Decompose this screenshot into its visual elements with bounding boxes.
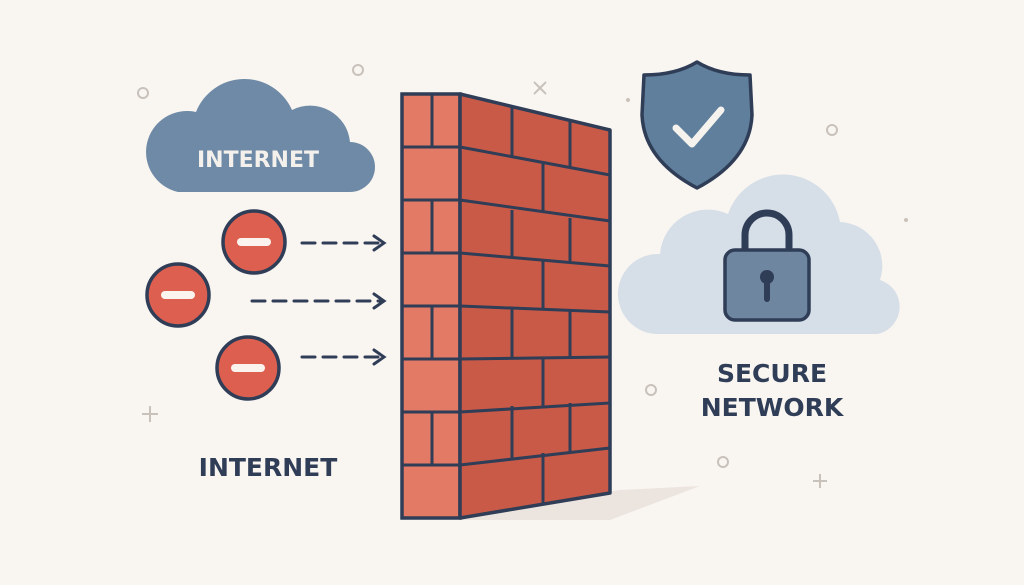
blocked-packets: [145, 209, 287, 401]
sparkle-dot: [826, 124, 838, 136]
internet-label: INTERNET: [199, 453, 338, 482]
traffic-arrows: [250, 234, 387, 366]
sparkle-dot: [626, 98, 630, 102]
minus-circle-icon: [215, 335, 281, 401]
wall-side-mortar: [459, 106, 611, 504]
sparkle-plus: [813, 474, 827, 488]
checkmark-icon: [672, 106, 725, 148]
shield-check-icon: [640, 60, 754, 190]
brick-firewall: [400, 92, 700, 520]
secure-label-line1: SECURE: [717, 359, 827, 388]
decorative-sparkles: [137, 64, 908, 488]
secure-label-line2: NETWORK: [701, 393, 845, 422]
sparkle-dot: [352, 64, 364, 76]
sparkle-dot: [645, 384, 657, 396]
wall-side: [458, 92, 612, 520]
sparkle-plus: [142, 406, 158, 422]
sparkle-dot: [717, 456, 729, 468]
keyhole-icon: [760, 270, 774, 284]
dashed-arrow-icon: [300, 234, 387, 252]
internet-cloud-icon: INTERNET: [146, 78, 375, 192]
sparkle-dot: [137, 87, 149, 99]
sparkle-cross: [533, 81, 547, 95]
wall-shadow: [460, 486, 700, 520]
minus-circle-icon: [221, 209, 287, 275]
padlock-icon: [723, 209, 811, 322]
dashed-arrow-icon: [300, 348, 387, 366]
cloud-internet-label: INTERNET: [197, 148, 319, 173]
dashed-arrow-icon: [250, 292, 387, 310]
minus-circle-icon: [145, 262, 211, 328]
sparkle-dot: [904, 218, 908, 222]
wall-front-mortar: [402, 94, 460, 467]
